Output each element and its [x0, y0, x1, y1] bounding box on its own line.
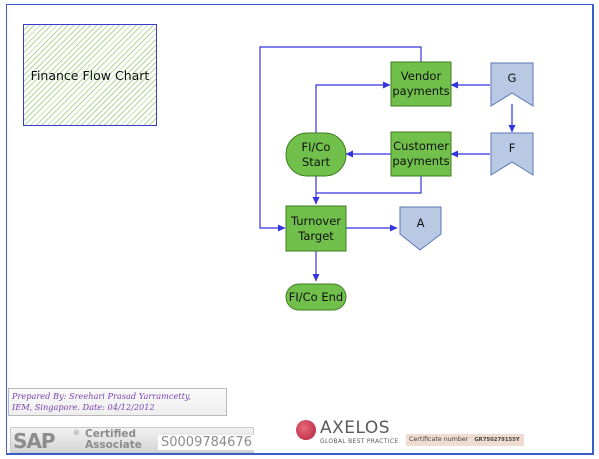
- certificate-number: GR750279155Y: [474, 437, 520, 443]
- edge-customer-to-turnover: [316, 176, 422, 194]
- axelos-tagline: GLOBAL BEST PRACTICE: [320, 438, 399, 445]
- title-box: Finance Flow Chart: [23, 24, 157, 126]
- vendor-payments-box: [390, 61, 452, 107]
- fico-start-terminator: [285, 132, 347, 177]
- sap-associate-text: Associate: [85, 439, 142, 451]
- flow-edges: [259, 46, 516, 282]
- edge-start-to-vendor: [315, 81, 391, 133]
- connector-a-shape: [399, 206, 442, 251]
- diagram-title: Finance Flow Chart: [30, 67, 150, 83]
- connector-f-shape: [490, 132, 534, 176]
- axelos-name: AXELOS: [320, 418, 391, 438]
- page-frame: [6, 4, 594, 455]
- axelos-certificate: Certificate number GR750279155Y: [406, 434, 524, 446]
- sap-certified-badge: SAP ® Certified Associate S0009784676: [10, 427, 255, 453]
- turnover-target-box: [285, 205, 347, 252]
- sap-certified-text: Certified: [85, 428, 137, 440]
- location-date-text: IEM, Singapore. Date: 04/12/2012: [12, 402, 155, 412]
- axelos-badge: AXELOS GLOBAL BEST PRACTICE Certificate …: [294, 416, 526, 450]
- prepared-by-box: Prepared By: Sreehari Prasad Yarramcetty…: [8, 388, 227, 416]
- customer-payments-box: [390, 131, 452, 177]
- sap-logo: SAP: [13, 429, 56, 453]
- axelos-logo-icon: [296, 420, 316, 440]
- sap-certificate-number: S0009784676: [158, 435, 255, 450]
- edge-vendor-loop-to-turnover: [259, 46, 422, 232]
- certificate-label: Certificate number: [409, 436, 469, 443]
- fico-end-terminator: [285, 283, 347, 311]
- registered-mark: ®: [73, 429, 80, 437]
- prepared-by-text: Prepared By: Sreehari Prasad Yarramcetty…: [12, 391, 192, 401]
- connector-g-shape: [490, 62, 534, 107]
- sap-certification-label: Certified Associate: [85, 429, 142, 451]
